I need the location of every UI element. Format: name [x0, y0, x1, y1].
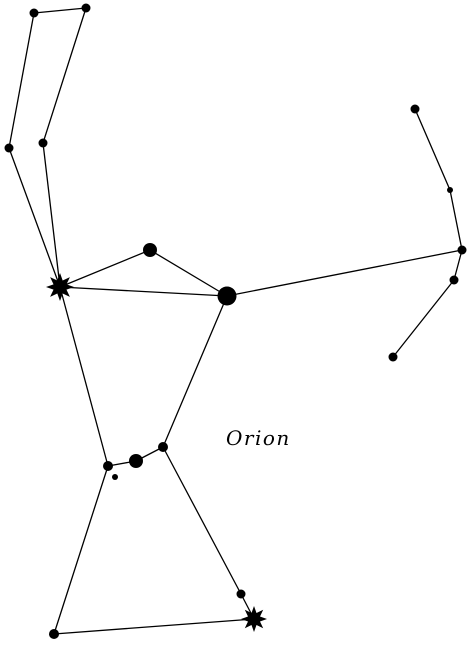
- star-shield-small: [447, 187, 453, 193]
- star-club-right: [39, 139, 48, 148]
- star-belt-right: [158, 442, 168, 452]
- line-shield-mid: [454, 250, 462, 280]
- line-club-top: [34, 8, 86, 13]
- line-body-right: [163, 296, 227, 447]
- line-club-left: [9, 13, 34, 148]
- star-rigel-burst: [241, 606, 267, 632]
- star-shield-bottom: [389, 353, 398, 362]
- star-saiph: [49, 629, 59, 639]
- star-belt-left: [103, 461, 113, 471]
- star-belt-middle: [129, 454, 143, 468]
- line-shoulders: [60, 287, 227, 296]
- line-feet: [54, 619, 254, 634]
- star-sword: [112, 474, 118, 480]
- line-shield-upper-2: [450, 190, 462, 250]
- star-club-top-left: [30, 9, 39, 18]
- line-betelgeuse-meissa: [60, 250, 150, 287]
- star-meissa: [143, 243, 157, 257]
- line-leg-right: [163, 447, 241, 594]
- line-body-left: [60, 287, 108, 466]
- star-club-left: [5, 144, 14, 153]
- line-shield-lower: [393, 280, 454, 357]
- line-leg-left: [54, 466, 108, 634]
- star-club-top-right: [82, 4, 91, 13]
- constellation-lines: [9, 8, 462, 634]
- constellation-stars: [5, 4, 467, 640]
- line-meissa-bellatrix: [150, 250, 227, 296]
- line-shield-upper-1: [415, 109, 450, 190]
- line-club-right: [43, 8, 86, 143]
- star-betelgeuse-burst: [46, 273, 74, 301]
- star-shield-top: [411, 105, 420, 114]
- star-shield-mid: [458, 246, 467, 255]
- star-bellatrix: [218, 287, 237, 306]
- line-bellatrix-shield: [227, 250, 462, 296]
- constellation-name-label: Orion: [226, 426, 291, 450]
- star-knee-right: [237, 590, 246, 599]
- star-shield-lower: [450, 276, 459, 285]
